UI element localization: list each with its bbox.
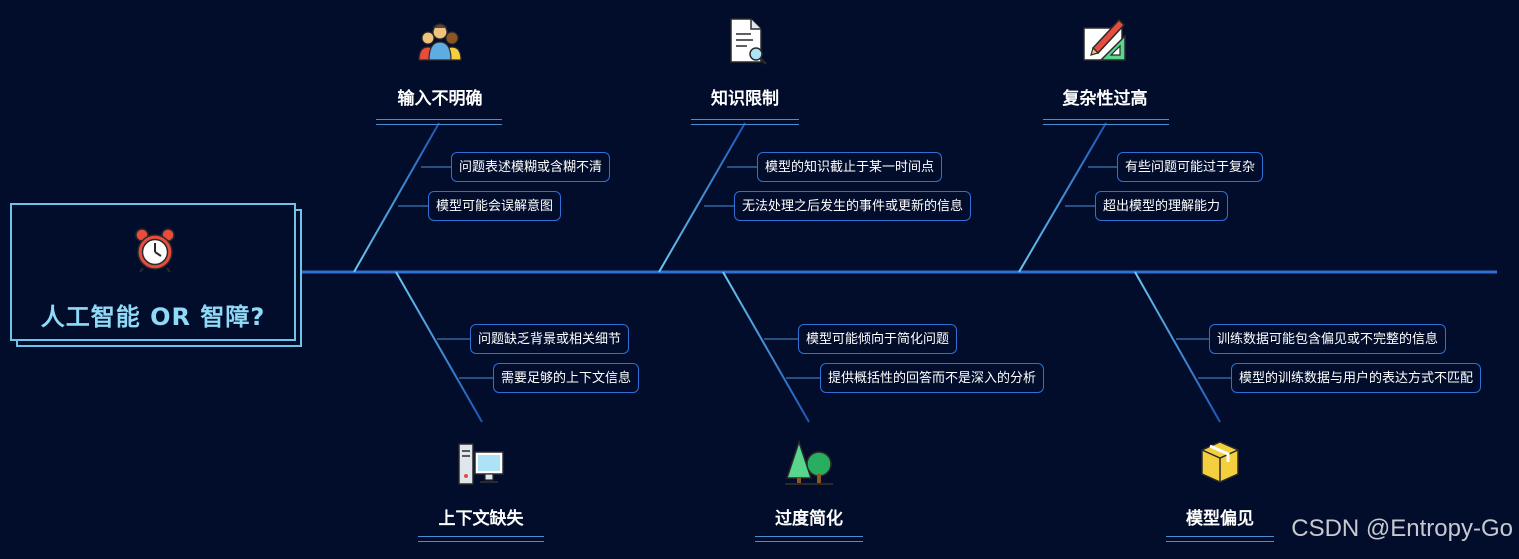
- cause-item[interactable]: 提供概括性的回答而不是深入的分析: [820, 363, 1045, 393]
- computer-icon: [458, 443, 504, 485]
- document-search-icon: [730, 18, 767, 65]
- category-underline: [755, 536, 863, 542]
- cause-item[interactable]: 训练数据可能包含偏见或不完整的信息: [1209, 324, 1447, 354]
- cause-item[interactable]: 有些问题可能过于复杂: [1117, 152, 1264, 182]
- cause-item[interactable]: 需要足够的上下文信息: [493, 363, 640, 393]
- bone-bottom-3: [1134, 271, 1221, 423]
- watermark: CSDN @Entropy-Go: [1291, 515, 1513, 542]
- alarm-clock-icon: [135, 228, 175, 273]
- category-input-unclear[interactable]: 输入不明确: [365, 14, 515, 109]
- category-model-bias[interactable]: 模型偏见: [1145, 436, 1295, 529]
- cause-item[interactable]: 模型的训练数据与用户的表达方式不匹配: [1231, 363, 1482, 393]
- bone-bottom-2: [722, 271, 810, 423]
- category-label: 上下文缺失: [438, 509, 524, 529]
- category-underline: [1166, 536, 1274, 542]
- category-oversimplification[interactable]: 过度简化: [734, 438, 884, 529]
- category-label: 知识限制: [711, 89, 779, 109]
- cause-item[interactable]: 超出模型的理解能力: [1095, 191, 1229, 221]
- cause-item[interactable]: 问题表述模糊或含糊不清: [451, 152, 611, 182]
- package-icon: [1201, 441, 1239, 483]
- category-label: 过度简化: [775, 509, 843, 529]
- category-underline: [1043, 119, 1169, 125]
- central-topic-title: 人工智能 OR 智障?: [40, 303, 266, 331]
- cause-item[interactable]: 模型可能会误解意图: [428, 191, 562, 221]
- category-label: 模型偏见: [1186, 509, 1254, 529]
- bone-top-1: [353, 122, 440, 273]
- trees-icon: [785, 439, 833, 485]
- cause-item[interactable]: 问题缺乏背景或相关细节: [470, 324, 630, 354]
- bone-bottom-1: [395, 271, 483, 423]
- bone-top-2: [658, 122, 746, 273]
- category-context-missing[interactable]: 上下文缺失: [406, 438, 556, 529]
- category-underline: [418, 536, 544, 542]
- cause-item[interactable]: 模型可能倾向于简化问题: [798, 324, 958, 354]
- category-underline: [376, 119, 502, 125]
- bone-top-3: [1018, 122, 1107, 273]
- category-underline: [691, 119, 799, 125]
- central-topic[interactable]: 人工智能 OR 智障?: [10, 203, 296, 341]
- cause-item[interactable]: 无法处理之后发生的事件或更新的信息: [734, 191, 972, 221]
- category-complexity[interactable]: 复杂性过高: [1030, 14, 1180, 109]
- category-knowledge-limit[interactable]: 知识限制: [670, 14, 820, 109]
- drafting-tools-icon: [1083, 18, 1126, 61]
- cause-item[interactable]: 模型的知识截止于某一时间点: [757, 152, 943, 182]
- category-label: 复杂性过高: [1062, 89, 1148, 109]
- people-icon: [418, 23, 462, 61]
- category-label: 输入不明确: [397, 89, 483, 109]
